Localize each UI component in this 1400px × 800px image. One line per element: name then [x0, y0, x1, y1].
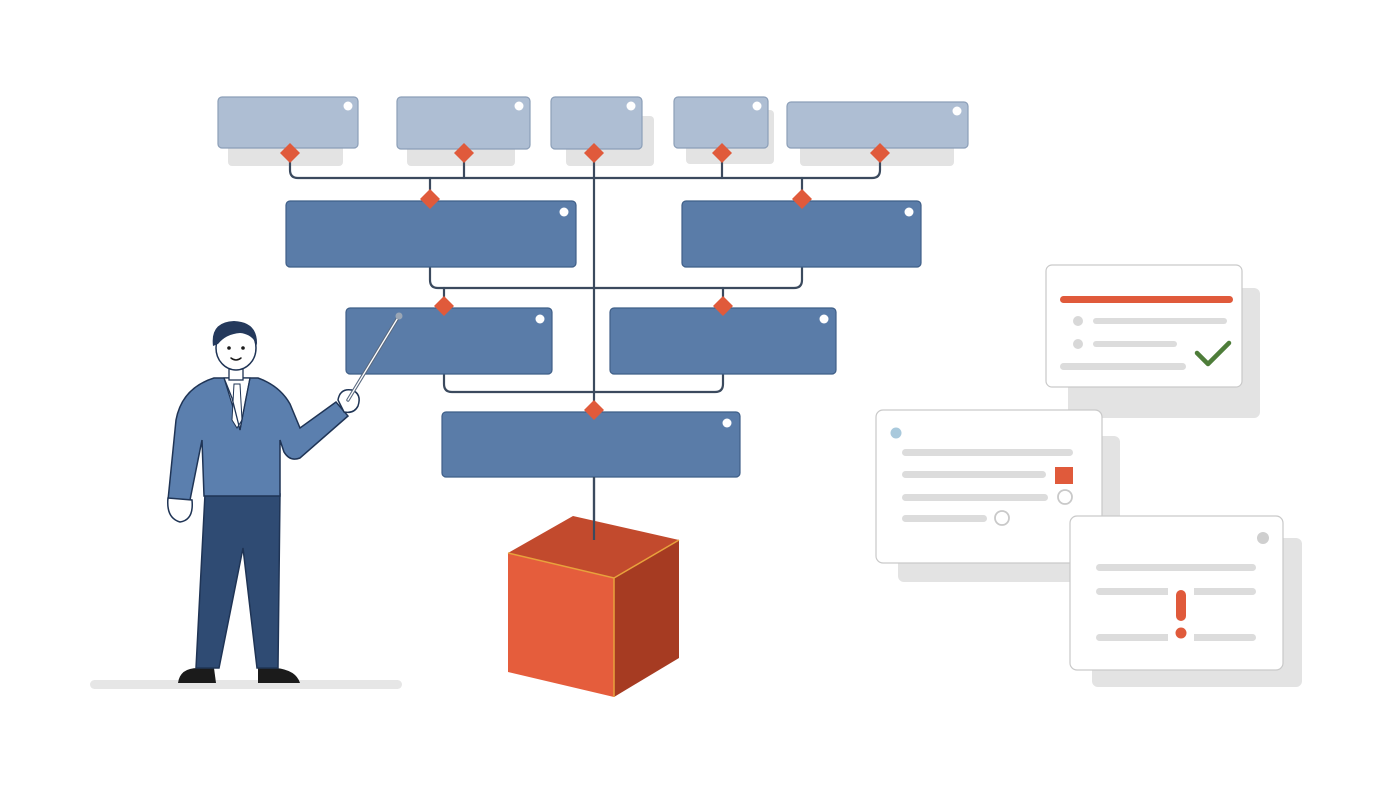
pants: [195, 493, 281, 669]
pointer-stick-highlight: [347, 315, 400, 401]
node-dot: [514, 101, 524, 111]
presenter: [90, 312, 403, 689]
right-eye: [241, 346, 245, 350]
tier-4: [441, 411, 741, 478]
radio-icon[interactable]: [1057, 489, 1073, 505]
exclamation-dot: [1175, 627, 1187, 639]
diamond-marker: [434, 296, 454, 316]
card-body: [1045, 264, 1243, 388]
top-node-1[interactable]: [217, 96, 359, 149]
diamond-marker: [712, 143, 732, 163]
diamond-marker: [870, 143, 890, 163]
exclamation-bar: [1176, 590, 1186, 621]
connector-line: [428, 265, 804, 290]
connector-diamonds: [280, 143, 890, 420]
diamond-marker: [420, 189, 440, 209]
jacket: [167, 377, 350, 501]
floor-shadow: [90, 680, 402, 689]
lapel: [223, 377, 251, 431]
square-icon: [1055, 467, 1073, 484]
smile: [230, 357, 242, 361]
left-hand: [167, 497, 193, 523]
diamond-marker: [713, 296, 733, 316]
lower-node-1[interactable]: [345, 307, 553, 375]
diamond-marker: [454, 143, 474, 163]
node-dot: [819, 314, 829, 324]
left-eye: [227, 346, 231, 350]
connector-line: [442, 372, 725, 394]
diamond-marker: [792, 189, 812, 209]
card-header-bar: [1060, 296, 1233, 303]
tier-3: [345, 307, 837, 375]
mid-node-2[interactable]: [681, 200, 922, 268]
text-line: [902, 449, 1073, 456]
node-dot: [559, 207, 569, 217]
connector-line: [288, 151, 882, 180]
card-checklist[interactable]: [875, 409, 1120, 582]
bullet-dot: [1073, 316, 1083, 326]
node-dot: [752, 101, 762, 111]
card-body: [875, 409, 1103, 564]
tier-1: [217, 96, 969, 166]
diamond-marker: [280, 143, 300, 163]
cube-side: [614, 540, 679, 697]
card-warning[interactable]: [1069, 515, 1302, 687]
text-line: [902, 515, 987, 522]
right-shoe: [258, 668, 300, 683]
node-dot: [626, 101, 636, 111]
tier-2: [285, 200, 922, 268]
card-approved[interactable]: [1045, 264, 1260, 418]
node-dot: [904, 207, 914, 217]
text-line: [902, 494, 1048, 501]
text-line: [1096, 564, 1256, 571]
top-node-2[interactable]: [396, 96, 531, 150]
cube: [507, 477, 680, 697]
text-line: [1060, 363, 1186, 370]
pointer-tip: [395, 312, 403, 320]
tie: [231, 383, 243, 429]
cube-front: [508, 553, 614, 697]
text-line: [1093, 318, 1227, 324]
node-dot: [343, 101, 353, 111]
lower-node-2[interactable]: [609, 307, 837, 375]
left-shoe: [178, 668, 216, 683]
base-node[interactable]: [441, 411, 741, 478]
diamond-marker: [584, 143, 604, 163]
text-line: [902, 471, 1046, 478]
node-dot: [722, 418, 732, 428]
text-line: [1093, 341, 1177, 347]
status-dot: [1257, 532, 1269, 544]
top-node-5[interactable]: [786, 101, 969, 149]
bullet-dot: [1073, 339, 1083, 349]
status-dot: [890, 427, 902, 439]
node-dot: [535, 314, 545, 324]
diamond-marker: [584, 400, 604, 420]
exclamation-icon: [1168, 585, 1194, 643]
hair: [212, 321, 258, 346]
cube-edge: [507, 539, 680, 697]
mid-node-1[interactable]: [285, 200, 577, 268]
node-dot: [952, 106, 962, 116]
radio-icon[interactable]: [994, 510, 1010, 526]
check-icon: [1194, 340, 1232, 367]
